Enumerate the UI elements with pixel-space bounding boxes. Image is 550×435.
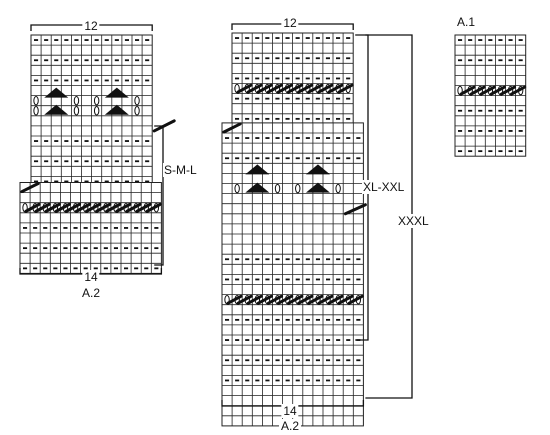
xl-bottom-stitch-count: 14 — [281, 404, 299, 418]
xl-top-stitch-count: 12 — [281, 16, 299, 30]
cable-slash — [297, 83, 314, 94]
sml-yarn-over — [73, 106, 80, 116]
cable-slash — [236, 294, 253, 305]
xl-start-slash — [222, 122, 242, 134]
xl-edge-slash — [343, 203, 367, 216]
a1-grid — [454, 34, 527, 157]
sml-size-label: S-M-L — [163, 163, 198, 177]
sml-yarn-over — [73, 95, 80, 106]
cable-slash — [489, 85, 506, 96]
cable-slash — [115, 202, 132, 213]
sml-upper-grid — [30, 34, 153, 187]
xl-triangle-decrease — [305, 164, 330, 175]
cable-slash — [499, 85, 517, 96]
cable-slash — [266, 294, 284, 305]
cable-slash — [469, 85, 486, 96]
cable-slash — [459, 85, 476, 96]
cable-slash — [85, 202, 102, 213]
cable-slash — [510, 85, 527, 96]
cable-slash — [256, 83, 273, 94]
xl-yarn-over — [234, 183, 240, 194]
cable-slash — [34, 202, 51, 213]
xl-upper-grid — [231, 32, 354, 125]
cable-slash — [145, 202, 162, 213]
sml-yarn-over — [33, 95, 39, 106]
sml-size-bracket — [154, 125, 164, 266]
cable-slash — [246, 294, 263, 305]
xl-triangle-decrease — [245, 182, 270, 193]
cable-slash — [75, 202, 92, 213]
sml-yarn-over — [93, 95, 100, 106]
sml-start-slash — [20, 182, 40, 194]
cable-slash — [347, 294, 364, 305]
sml-yarn-over — [93, 106, 100, 116]
xl-triangle-decrease — [245, 164, 270, 175]
sml-bottom-stitch-count: 14 — [82, 270, 100, 284]
cable-slash — [276, 83, 294, 94]
a1-cable-row — [457, 85, 527, 96]
sml-yarn-over — [134, 95, 140, 106]
cable-slash — [337, 294, 354, 305]
xl-chart-name: A.2 — [278, 419, 302, 433]
a1-chart-name: A.1 — [454, 15, 478, 29]
sml-yarn-over — [134, 106, 140, 116]
cable-slash — [64, 202, 82, 213]
sml-triangle-decrease — [44, 104, 69, 115]
cable-slash — [256, 294, 273, 305]
cable-slash — [95, 202, 112, 213]
xl-size-label-xl-xxl: XL-XXL — [362, 180, 406, 194]
sml-triangle-decrease — [104, 87, 129, 98]
sml-triangle-decrease — [104, 104, 129, 115]
cable-slash — [307, 294, 324, 305]
cable-slash — [307, 83, 324, 94]
sml-chart-name: A.2 — [79, 286, 103, 300]
xl-yarn-over — [335, 183, 341, 194]
xl-yarn-over — [295, 183, 301, 194]
cable-slash — [105, 202, 122, 213]
cable-slash — [266, 83, 283, 94]
cable-slash — [317, 294, 334, 305]
cable-slash — [277, 294, 294, 305]
xl-cable-row — [234, 83, 354, 94]
cable-slash — [54, 202, 71, 213]
sml-cable-row — [22, 202, 162, 213]
cable-slash — [44, 202, 61, 213]
sml-edge-slash — [152, 119, 176, 133]
xl-lower-grid — [221, 122, 364, 427]
xl-size-label-xxxl: XXXL — [397, 214, 430, 228]
cable-slash — [337, 83, 354, 94]
cable-slash — [297, 294, 314, 305]
cable-slash — [327, 83, 344, 94]
sml-lower-grid — [19, 182, 162, 274]
cable-slash — [246, 83, 263, 94]
xl-triangle-decrease — [305, 182, 330, 193]
cable-slash — [287, 294, 304, 305]
cable-slash — [135, 202, 152, 213]
xl-yarn-over — [274, 183, 281, 194]
cable-slash — [236, 83, 253, 94]
cable-slash — [125, 202, 142, 213]
cable-slash — [226, 294, 243, 305]
sml-triangle-decrease — [44, 87, 69, 98]
sml-top-stitch-count: 12 — [82, 19, 100, 33]
cable-slash — [479, 85, 496, 96]
sml-yarn-over — [33, 106, 39, 116]
cable-slash — [327, 294, 344, 305]
xl-cable-row — [224, 294, 364, 305]
cable-slash — [317, 83, 334, 94]
cable-slash — [287, 83, 304, 94]
cable-slash — [24, 202, 41, 213]
